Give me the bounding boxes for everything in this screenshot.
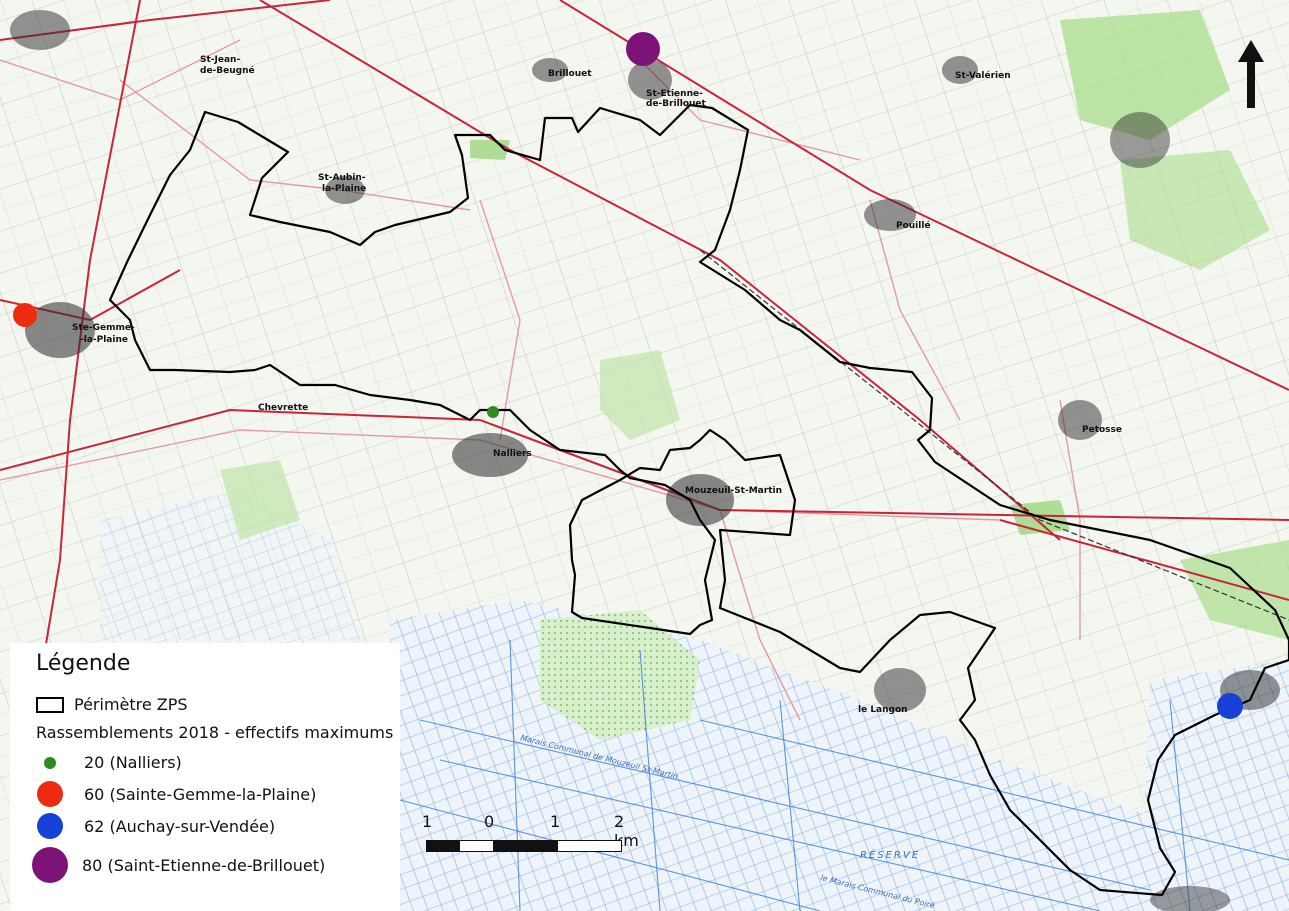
zps-perimeter bbox=[108, 103, 1289, 897]
town-label-line: Pouillé bbox=[896, 220, 931, 231]
svg-text:Pouillé: Pouillé bbox=[896, 220, 931, 231]
main-roads bbox=[0, 0, 1289, 681]
town-label-line: de-Beugné bbox=[200, 65, 255, 76]
purple-dot-icon bbox=[32, 847, 68, 883]
town-label-line: St-Aubin- bbox=[318, 173, 366, 183]
legend-item-label: 60 (Sainte-Gemme-la-Plaine) bbox=[84, 784, 317, 804]
town-label-line: St-Etienne- bbox=[646, 89, 703, 99]
svg-text:St-Valérien: St-Valérien bbox=[955, 70, 1011, 81]
gathering-point-auchay[interactable] bbox=[1217, 693, 1243, 719]
gathering-point-nalliers[interactable] bbox=[487, 406, 499, 418]
marsh-area-east bbox=[1140, 660, 1289, 911]
legend-item-label: 20 (Nalliers) bbox=[84, 753, 182, 772]
legend-title: Légende bbox=[36, 651, 131, 676]
legend-boundary-label: Périmètre ZPS bbox=[74, 695, 188, 714]
town-label-line: Nalliers bbox=[493, 449, 532, 459]
legend-item: 60 (Sainte-Gemme-la-Plaine) bbox=[36, 781, 316, 807]
town-label-line: St-Valérien bbox=[955, 70, 1011, 81]
svg-text:la-Plaine: la-Plaine bbox=[322, 184, 366, 194]
svg-text:Mouzeuil-St-Martin: Mouzeuil-St-Martin bbox=[685, 486, 782, 496]
town-label-line: Mouzeuil-St-Martin bbox=[685, 486, 782, 496]
svg-text:Chevrette: Chevrette bbox=[258, 403, 308, 413]
town-label-line: de-Brillouet bbox=[646, 99, 707, 109]
legend-item-label: 80 (Saint-Etienne-de-Brillouet) bbox=[82, 855, 326, 875]
town-labels: Ste-Gemme- -la-Plaine St-Aubin- la-Plain… bbox=[72, 55, 1122, 715]
svg-text:de-Brillouet: de-Brillouet bbox=[646, 99, 707, 109]
red-dot-icon bbox=[37, 781, 63, 807]
vegetation-patch bbox=[220, 460, 300, 540]
water-label: RÉSERVE bbox=[860, 848, 920, 861]
legend-item-label: 62 (Auchay-sur-Vendée) bbox=[84, 816, 276, 836]
blue-dot-icon bbox=[37, 813, 63, 839]
north-arrow-icon bbox=[1238, 40, 1264, 108]
vegetation-patch bbox=[1180, 540, 1289, 640]
canals bbox=[399, 639, 1289, 911]
town-label-line: -la-Plaine bbox=[80, 335, 128, 345]
legend-item: 62 (Auchay-sur-Vendée) bbox=[36, 813, 275, 839]
svg-text:le Langon: le Langon bbox=[858, 705, 908, 715]
vegetation-patch bbox=[1120, 150, 1270, 270]
svg-text:Nalliers: Nalliers bbox=[493, 449, 532, 459]
svg-text:St-Etienne-: St-Etienne- bbox=[646, 89, 703, 99]
svg-text:Ste-Gemme-: Ste-Gemme- bbox=[72, 323, 135, 333]
svg-text:St-Jean-: St-Jean- bbox=[200, 55, 240, 65]
svg-text:-la-Plaine: -la-Plaine bbox=[80, 335, 128, 345]
scale-label: 0 bbox=[484, 812, 495, 831]
gathering-point-saint-etienne[interactable] bbox=[626, 32, 660, 66]
town-label-line: Petosse bbox=[1082, 425, 1122, 435]
town-label-line: la-Plaine bbox=[322, 184, 366, 194]
scale-label: 1 bbox=[422, 812, 433, 831]
gathering-point-sainte-gemme[interactable] bbox=[13, 303, 37, 327]
svg-text:de-Beugné: de-Beugné bbox=[200, 65, 255, 76]
town-label-line: Ste-Gemme- bbox=[72, 323, 135, 333]
town-label-line: St-Jean- bbox=[200, 55, 240, 65]
town-label-line: le Langon bbox=[858, 705, 908, 715]
legend: Légende Périmètre ZPS Rassemblements 201… bbox=[10, 643, 400, 911]
svg-text:Petosse: Petosse bbox=[1082, 425, 1122, 435]
legend-item: 20 (Nalliers) bbox=[36, 753, 182, 772]
scale-bar-graphic bbox=[426, 840, 622, 852]
settlements bbox=[10, 10, 1280, 911]
svg-text:Brillouet: Brillouet bbox=[548, 69, 592, 79]
legend-section-row: Rassemblements 2018 - effectifs maximums bbox=[36, 723, 393, 742]
vegetation-patch bbox=[540, 610, 700, 740]
svg-text:St-Aubin-: St-Aubin- bbox=[318, 173, 366, 183]
green-dot-icon bbox=[44, 756, 56, 769]
legend-section-label: Rassemblements 2018 - effectifs maximums bbox=[36, 723, 394, 742]
boundary-swatch-icon bbox=[36, 696, 64, 713]
legend-item: 80 (Saint-Etienne-de-Brillouet) bbox=[32, 847, 325, 883]
vegetation-patch bbox=[1060, 10, 1230, 140]
legend-boundary-row: Périmètre ZPS bbox=[36, 695, 188, 714]
town-label-line: Brillouet bbox=[548, 69, 592, 79]
marsh-area-west bbox=[100, 490, 360, 640]
town-label-line: Chevrette bbox=[258, 403, 308, 413]
vegetation-patch bbox=[600, 350, 680, 440]
scale-label: 1 bbox=[550, 812, 561, 831]
